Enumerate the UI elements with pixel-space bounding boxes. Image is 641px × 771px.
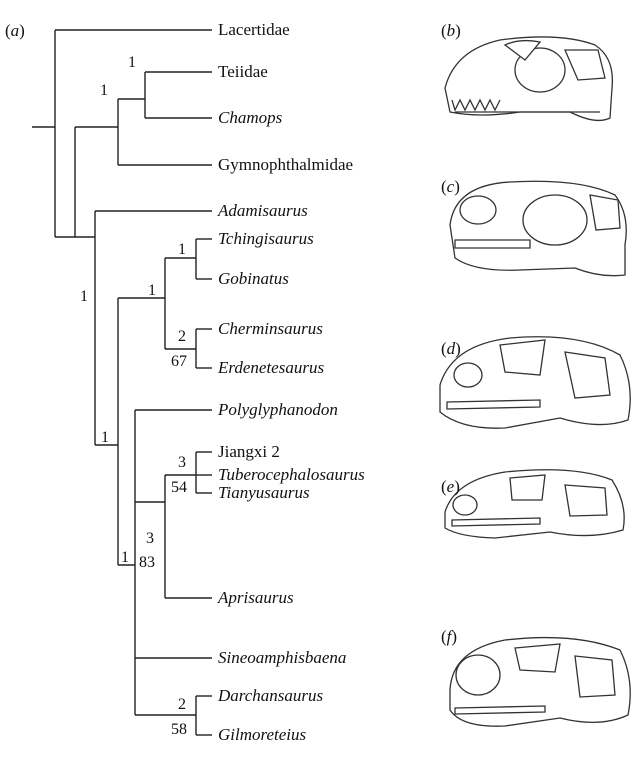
taxon-tuberocephalosaurus: Tuberocephalosaurus bbox=[218, 466, 365, 483]
support-darchan-gilmore-bootstrap: 58 bbox=[171, 722, 187, 738]
support-polyglyphanodontia: 1 bbox=[80, 289, 88, 305]
taxon-adamisaurus: Adamisaurus bbox=[218, 202, 308, 219]
support-polyglyph-clade: 1 bbox=[101, 430, 109, 446]
taxon-erdenetesaurus: Erdenetesaurus bbox=[218, 359, 324, 376]
taxon-lacertidae: Lacertidae bbox=[218, 21, 290, 38]
taxon-darchansaurus: Darchansaurus bbox=[218, 687, 323, 704]
support-tchingi-gobinatus: 1 bbox=[178, 242, 186, 258]
panel-label-b: (b) bbox=[441, 22, 461, 39]
panel-label-e: (e) bbox=[441, 478, 460, 495]
skull-c bbox=[450, 181, 626, 275]
taxon-aprisaurus: Aprisaurus bbox=[218, 589, 294, 606]
taxon-cherminsaurus: Cherminsaurus bbox=[218, 320, 323, 337]
support-aprisaurus-clade-bremer: 3 bbox=[146, 531, 154, 547]
panel-label-a: (a) bbox=[5, 22, 25, 39]
support-chermin-group: 1 bbox=[148, 283, 156, 299]
taxon-teiidae: Teiidae bbox=[218, 63, 268, 80]
support-crown-core: 1 bbox=[121, 550, 129, 566]
skull-e bbox=[445, 470, 624, 538]
skull-d bbox=[440, 337, 630, 428]
support-teiioidea: 1 bbox=[100, 83, 108, 99]
taxon-sineoamphisbaena: Sineoamphisbaena bbox=[218, 649, 346, 666]
support-jiangxi-group-bremer: 3 bbox=[178, 455, 186, 471]
taxon-tchingisaurus: Tchingisaurus bbox=[218, 230, 314, 247]
support-jiangxi-group-bootstrap: 54 bbox=[171, 480, 187, 496]
panel-label-f: (f) bbox=[441, 628, 457, 645]
taxon-gilmoreteius: Gilmoreteius bbox=[218, 726, 306, 743]
panel-label-d: (d) bbox=[441, 340, 461, 357]
support-darchan-gilmore-bremer: 2 bbox=[178, 697, 186, 713]
taxon-gymnophthalmidae: Gymnophthalmidae bbox=[218, 156, 353, 173]
taxon-polyglyphanodon: Polyglyphanodon bbox=[218, 401, 338, 418]
taxon-jiangxi-2: Jiangxi 2 bbox=[218, 443, 280, 460]
support-chermin-erdenete-bootstrap: 67 bbox=[171, 354, 187, 370]
skull-f bbox=[450, 638, 630, 727]
taxon-gobinatus: Gobinatus bbox=[218, 270, 289, 287]
support-chermin-erdenete-bremer: 2 bbox=[178, 329, 186, 345]
skull-b bbox=[445, 37, 612, 120]
taxon-tianyusaurus: Tianyusaurus bbox=[218, 484, 310, 501]
taxon-chamops: Chamops bbox=[218, 109, 282, 126]
support-teiid-chamops: 1 bbox=[128, 55, 136, 71]
support-aprisaurus-clade-bootstrap: 83 bbox=[139, 555, 155, 571]
panel-label-c: (c) bbox=[441, 178, 460, 195]
